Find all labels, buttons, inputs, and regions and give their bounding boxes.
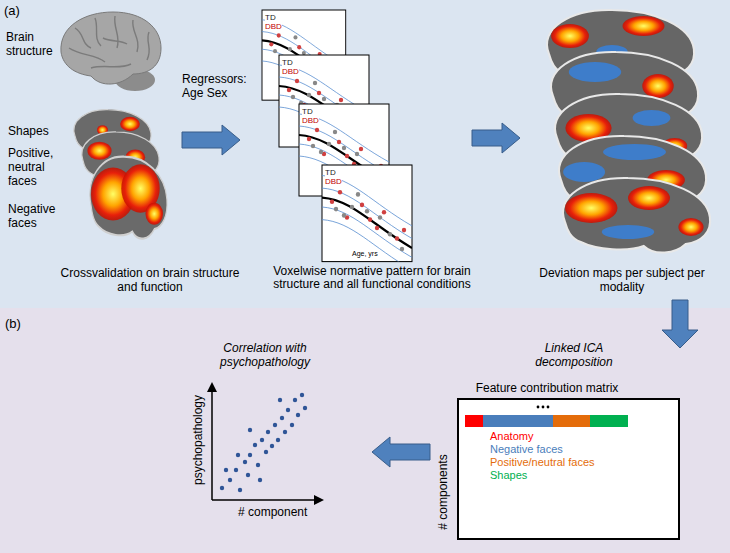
normative-plot xyxy=(322,165,412,270)
scatter-points xyxy=(220,393,307,492)
deviation-map xyxy=(551,52,698,127)
activation-slice xyxy=(82,132,159,180)
legend-text: Negative faces xyxy=(490,443,563,455)
annotation-label: DBD xyxy=(265,22,282,31)
deviation-map xyxy=(563,178,710,253)
color-bar-segment xyxy=(483,415,553,427)
color-bar-segment xyxy=(590,415,628,427)
annotation-label: DBD xyxy=(302,116,319,125)
axis-label: psychopathology xyxy=(191,395,205,485)
annotation-label: TD xyxy=(282,58,293,67)
annotation-label: Negative faces xyxy=(8,202,64,230)
activation-slice xyxy=(74,110,151,155)
normative-plot xyxy=(262,10,346,108)
legend-text: Anatomy xyxy=(490,430,533,442)
annotation-label: Voxelwise normative pattern for brain st… xyxy=(272,265,472,291)
axis-arrowhead xyxy=(314,495,324,505)
annotation-label: Crossvalidation on brain structure and f… xyxy=(55,266,245,294)
node-text: Feature contribution matrix xyxy=(476,381,619,395)
annotation-label: Correlation with psychopathology xyxy=(200,341,330,369)
node-text: (b) xyxy=(5,316,21,332)
deviation-map xyxy=(559,136,706,211)
annotation-label: Deviation maps per subject per modality xyxy=(537,266,707,294)
node-text: (a) xyxy=(4,3,20,19)
annotation-label: Shapes xyxy=(8,124,64,138)
annotation-label: Age, yrs xyxy=(352,250,378,258)
axis-label: # components xyxy=(436,454,450,529)
annotation-label: DBD xyxy=(325,177,342,186)
annotation-label: DBD xyxy=(282,67,299,76)
activation-slice xyxy=(90,157,167,239)
axis-arrowhead xyxy=(207,382,217,392)
annotation-label: Linked ICA decomposition xyxy=(519,341,629,369)
annotation-label: # component xyxy=(238,505,307,519)
normative-plot xyxy=(299,104,389,204)
legend-text: Shapes xyxy=(490,469,527,481)
block-arrow xyxy=(372,437,430,467)
annotation-label: TD xyxy=(302,107,313,116)
brain-render xyxy=(61,12,161,91)
scatter-axes xyxy=(212,390,316,500)
color-bar-segment xyxy=(465,415,483,427)
annotation-label: Brain structure xyxy=(6,30,64,58)
panel-band: (b)Feature contribution matrixAnatomyNeg… xyxy=(0,308,730,553)
legend-text: Positive/neutral faces xyxy=(490,456,595,468)
annotation-label: TD xyxy=(325,168,336,177)
panel-band: (a) xyxy=(0,0,730,308)
annotation-label: Positive, neutral faces xyxy=(8,146,64,188)
block-arrow xyxy=(662,300,698,348)
block-arrow xyxy=(182,125,240,155)
ellipsis-dots xyxy=(537,406,550,409)
annotation-label: TD xyxy=(265,13,276,22)
deviation-map xyxy=(547,10,694,85)
block-arrow xyxy=(472,123,520,153)
deviation-map xyxy=(555,94,702,169)
matrix-box: Feature contribution matrixAnatomyNegati… xyxy=(457,398,680,540)
normative-plot xyxy=(279,55,369,155)
annotation-label: Regressors: Age Sex xyxy=(182,72,252,100)
color-bar-segment xyxy=(553,415,590,427)
